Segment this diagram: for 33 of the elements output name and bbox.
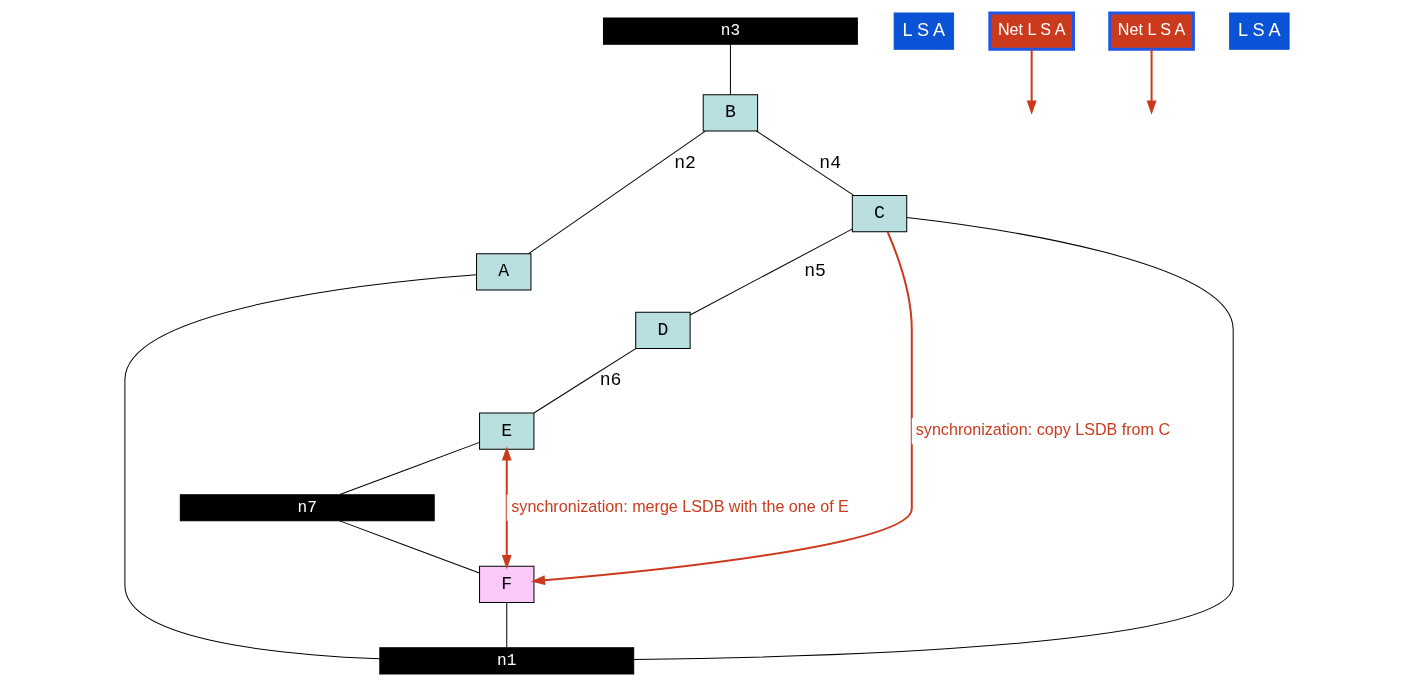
- edge-label: n2: [674, 152, 696, 173]
- arrow: [501, 445, 512, 569]
- connector: [689, 228, 853, 315]
- node-box: n7: [179, 493, 435, 521]
- connector: [755, 129, 854, 196]
- edge-label: n5: [804, 260, 826, 281]
- node-box: F: [479, 565, 535, 603]
- arrow: [1146, 48, 1157, 115]
- node-box: n1: [379, 646, 635, 674]
- node-box: L S A: [1229, 12, 1290, 50]
- connector: [339, 441, 480, 495]
- node-box: A: [476, 252, 532, 291]
- arrow: [1026, 48, 1037, 115]
- node-box: L S A: [893, 12, 955, 50]
- edge-label: n4: [819, 152, 842, 173]
- connector: [729, 43, 731, 95]
- connector: [528, 130, 706, 254]
- arrow: [530, 231, 913, 585]
- edge-label: n6: [599, 369, 622, 390]
- node-box: C: [851, 194, 908, 232]
- connector: [633, 216, 1234, 660]
- connector: [533, 347, 637, 413]
- node-box: Net L S A: [1108, 11, 1195, 51]
- node-box: B: [702, 93, 759, 131]
- node-box: n3: [602, 17, 858, 45]
- node-box: D: [635, 311, 691, 349]
- node-box: Net L S A: [988, 11, 1075, 51]
- connector: [506, 601, 508, 648]
- edge-label: synchronization: copy LSDB from C: [915, 419, 1171, 438]
- node-box: E: [479, 412, 535, 450]
- connector: [339, 519, 480, 574]
- connector: [124, 273, 477, 659]
- edge-label: synchronization: merge LSDB with the one of E: [511, 496, 849, 515]
